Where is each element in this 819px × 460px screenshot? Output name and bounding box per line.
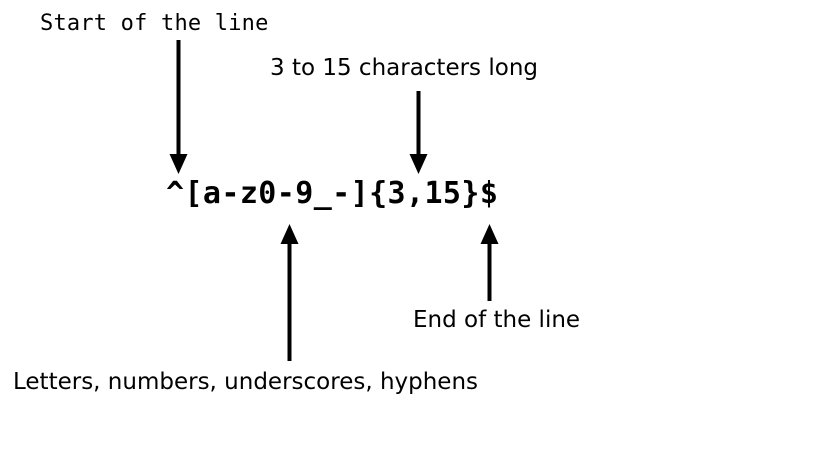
arrow-up-to-character-class bbox=[279, 222, 301, 362]
annotation-label-length: 3 to 15 characters long bbox=[270, 55, 538, 81]
annotation-label-start-of-line: Start of the line bbox=[40, 11, 269, 36]
regex-pattern-text: ^[a-z0-9_-]{3,15}$ bbox=[166, 176, 499, 211]
arrow-up-to-dollar bbox=[479, 222, 501, 302]
arrow-down-to-caret bbox=[168, 40, 190, 176]
annotation-label-end-of-line: End of the line bbox=[413, 307, 581, 333]
clipped-edge-glyph: : bbox=[0, 371, 2, 394]
arrow-down-to-quantifier bbox=[408, 91, 430, 177]
annotation-label-character-class: Letters, numbers, underscores, hyphens bbox=[13, 369, 479, 395]
